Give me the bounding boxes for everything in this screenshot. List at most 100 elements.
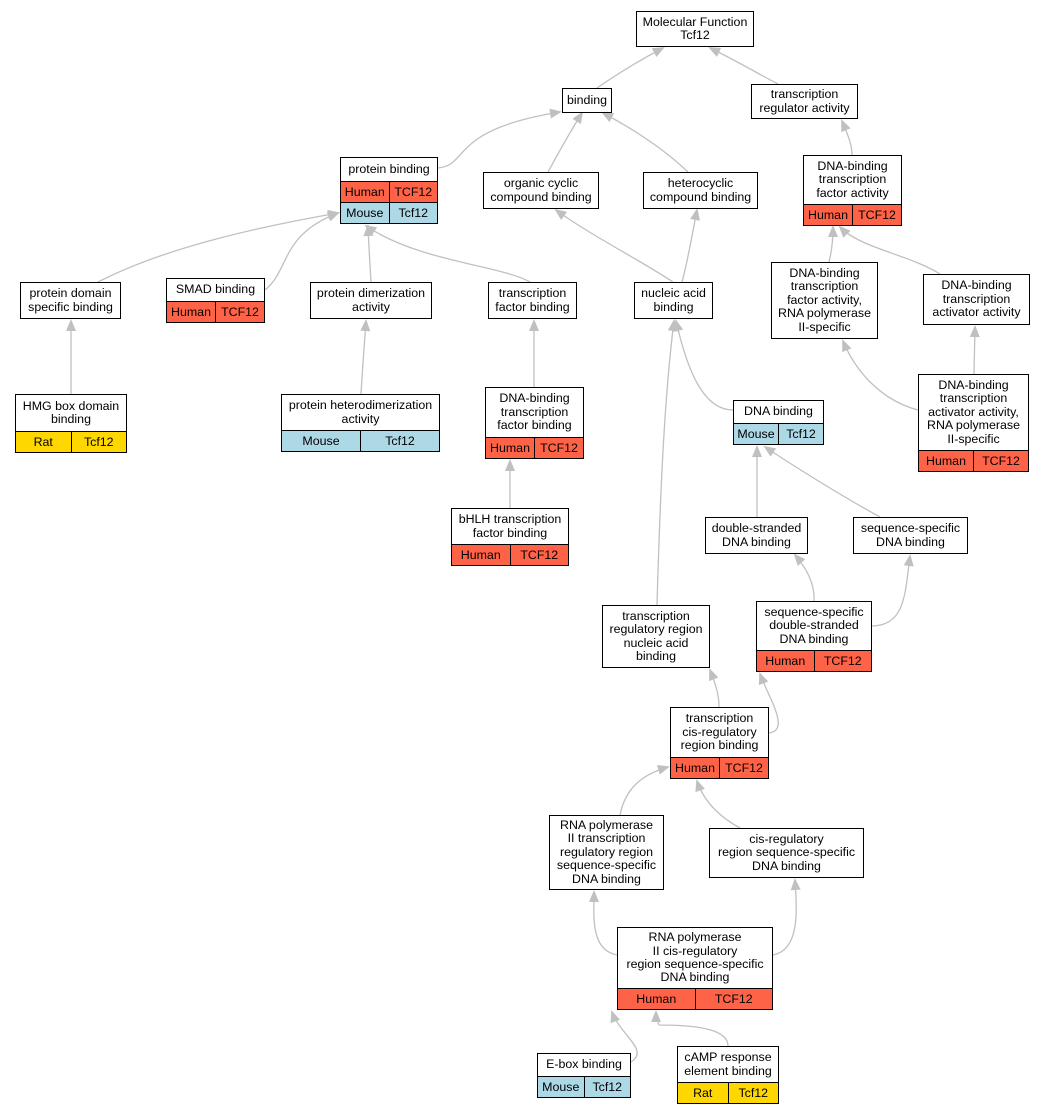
arrowhead-icon	[364, 224, 378, 236]
arrowhead-icon	[690, 208, 700, 221]
arrowhead-icon	[841, 119, 851, 133]
arrowhead-icon	[657, 764, 670, 775]
arrowhead-icon	[326, 211, 340, 222]
go-term-mf[interactable]: Molecular Function Tcf12	[636, 11, 754, 47]
gene-cell: Tcf12	[778, 424, 823, 444]
go-term-label: DNA-binding transcription activator acti…	[927, 377, 1020, 446]
edge-hcb-binding	[602, 112, 689, 173]
go-term-dsdna[interactable]: double-stranded DNA binding	[705, 517, 808, 554]
arrowhead-icon	[903, 554, 914, 567]
go-term-crrssdb[interactable]: cis-regulatory region sequence-specific …	[709, 828, 864, 878]
edge-ssdsdna-ssdna	[871, 555, 911, 627]
edge-phda-pda	[360, 320, 367, 395]
go-term-tfb[interactable]: transcription factor binding	[488, 282, 577, 319]
gene-cell: TCF12	[852, 205, 901, 225]
go-term-ssdsdna[interactable]: sequence-specific double-stranded DNA bi…	[756, 601, 872, 672]
go-term-hcb[interactable]: heterocyclic compound binding	[643, 172, 758, 209]
go-term-binding[interactable]: binding	[562, 88, 612, 113]
species-cell: Human	[808, 208, 848, 222]
go-term-pda[interactable]: protein dimerization activity	[310, 282, 432, 319]
go-term-dbtfb[interactable]: DNA-binding transcription factor binding…	[485, 387, 584, 459]
go-term-ssdna[interactable]: sequence-specific DNA binding	[853, 517, 968, 554]
edge-tra-mf	[709, 47, 779, 85]
gene-cell: TCF12	[973, 451, 1028, 471]
arrowhead-icon	[838, 225, 851, 238]
edge-ssdna-dnab	[764, 446, 881, 518]
arrowhead-icon	[651, 1010, 661, 1022]
species-cell: Mouse	[346, 206, 384, 220]
go-term-label: DNA-binding transcription factor activit…	[778, 265, 871, 334]
species-cell: Human	[926, 454, 966, 468]
go-term-label: heterocyclic compound binding	[649, 176, 752, 204]
annotation-row: Human TCF12	[804, 204, 901, 225]
go-term-label: transcription regulatory region nucleic …	[609, 608, 703, 663]
go-term-dbtaa2[interactable]: DNA-binding transcription activator acti…	[918, 374, 1029, 472]
gene-cell: Tcf12	[583, 1077, 631, 1097]
go-term-label: DNA-binding transcription factor binding	[497, 391, 572, 433]
go-term-pdsb[interactable]: protein domain specific binding	[20, 282, 121, 319]
gene-cell: TCF12	[534, 438, 583, 458]
go-term-label: transcription factor binding	[495, 286, 570, 314]
arrowhead-icon	[709, 668, 719, 682]
go-term-occb[interactable]: organic cyclic compound binding	[483, 172, 599, 209]
edge-pb-binding	[437, 111, 561, 169]
go-term-label: nucleic acid binding	[641, 286, 706, 314]
edge-rnap2cis-crrssdb	[772, 879, 797, 956]
arrowhead-icon	[758, 672, 769, 686]
go-term-label: protein dimerization activity	[316, 286, 426, 314]
go-term-label: transcription cis-regulatory region bind…	[680, 711, 759, 753]
arrowhead-icon	[708, 47, 722, 57]
gene-cell: TCF12	[509, 545, 569, 565]
species-cell: Human	[490, 441, 530, 455]
arrowhead-icon	[667, 319, 678, 332]
arrowhead-icon	[360, 319, 371, 332]
go-term-label: DNA-binding transcription factor activit…	[816, 158, 889, 200]
go-term-dbtaa[interactable]: DNA-binding transcription activator acti…	[923, 274, 1030, 325]
edge-binding-mf	[596, 47, 664, 89]
arrowhead-icon	[66, 319, 76, 331]
go-term-label: protein heterodimerization activity	[288, 398, 433, 426]
go-term-rnap2[interactable]: RNA polymerase II transcription regulato…	[549, 815, 664, 890]
go-term-rnap2cis[interactable]: RNA polymerase II cis-regulatory region …	[617, 927, 773, 1010]
go-term-tra[interactable]: transcription regulator activity	[751, 84, 858, 119]
go-term-label: double-stranded DNA binding	[711, 521, 802, 549]
arrowhead-icon	[589, 890, 599, 902]
arrowhead-icon	[549, 108, 562, 119]
edge-dbtaa2-dbtfa2	[842, 340, 919, 411]
gene-cell: TCF12	[388, 182, 438, 202]
go-term-dbtfa[interactable]: DNA-binding transcription factor activit…	[803, 155, 902, 226]
edge-tfb-pb	[365, 225, 531, 283]
species-cell: Rat	[693, 1086, 713, 1100]
go-term-dbtfa2[interactable]: DNA-binding transcription factor activit…	[771, 262, 878, 339]
edge-nab-occb	[555, 209, 674, 283]
species-cell: Mouse	[737, 427, 775, 441]
go-term-trrnab[interactable]: transcription regulatory region nucleic …	[602, 605, 710, 668]
arrowhead-icon	[842, 339, 852, 353]
go-term-label: protein binding	[348, 161, 430, 176]
species-cell: Human	[171, 305, 211, 319]
arrowhead-icon	[610, 1010, 621, 1024]
edge-trrnab-nab	[656, 320, 675, 606]
gene-cell: Tcf12	[70, 432, 127, 452]
go-term-nab[interactable]: nucleic acid binding	[634, 282, 713, 319]
arrowhead-icon	[695, 779, 705, 793]
go-term-tcrrb[interactable]: transcription cis-regulatory region bind…	[670, 707, 769, 779]
arrowhead-icon	[572, 111, 584, 125]
arrowhead-icon	[554, 208, 568, 220]
